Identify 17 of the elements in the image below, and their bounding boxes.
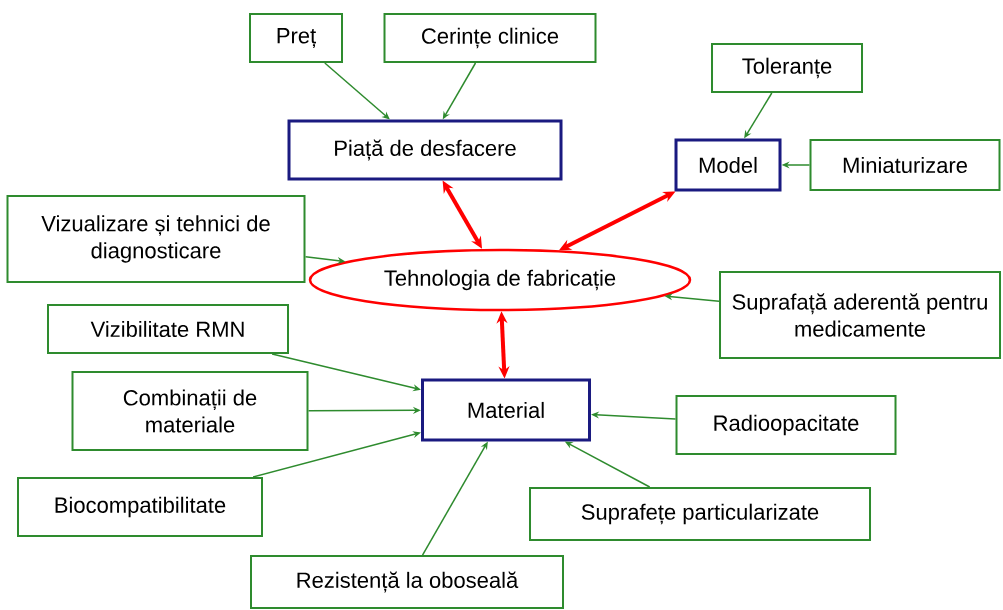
- factor-box: Suprafață aderentă pentru medicamente: [719, 271, 1001, 359]
- process-box: Piață de desfacere: [287, 119, 563, 181]
- factor-box: Vizibilitate RMN: [47, 304, 289, 354]
- process-box: Model: [674, 138, 782, 192]
- factor-box: Toleranțe: [711, 43, 863, 93]
- factor-box: Biocompatibilitate: [17, 477, 263, 537]
- arrow: [324, 62, 390, 120]
- factor-box: Suprafețe particularizate: [529, 487, 871, 541]
- process-box: Material: [421, 378, 591, 442]
- factor-box: Preț: [249, 13, 343, 63]
- arrow: [252, 431, 421, 478]
- factor-box: Combinații de materiale: [71, 371, 309, 451]
- factor-box: Radioopacitate: [675, 395, 897, 455]
- factor-box: Vizualizare și tehnici de diagnosticare: [6, 195, 306, 283]
- factor-box: Miniaturizare: [809, 139, 1001, 191]
- factor-box: Cerințe clinice: [383, 13, 597, 63]
- factor-box: Rezistență la oboseală: [250, 555, 564, 609]
